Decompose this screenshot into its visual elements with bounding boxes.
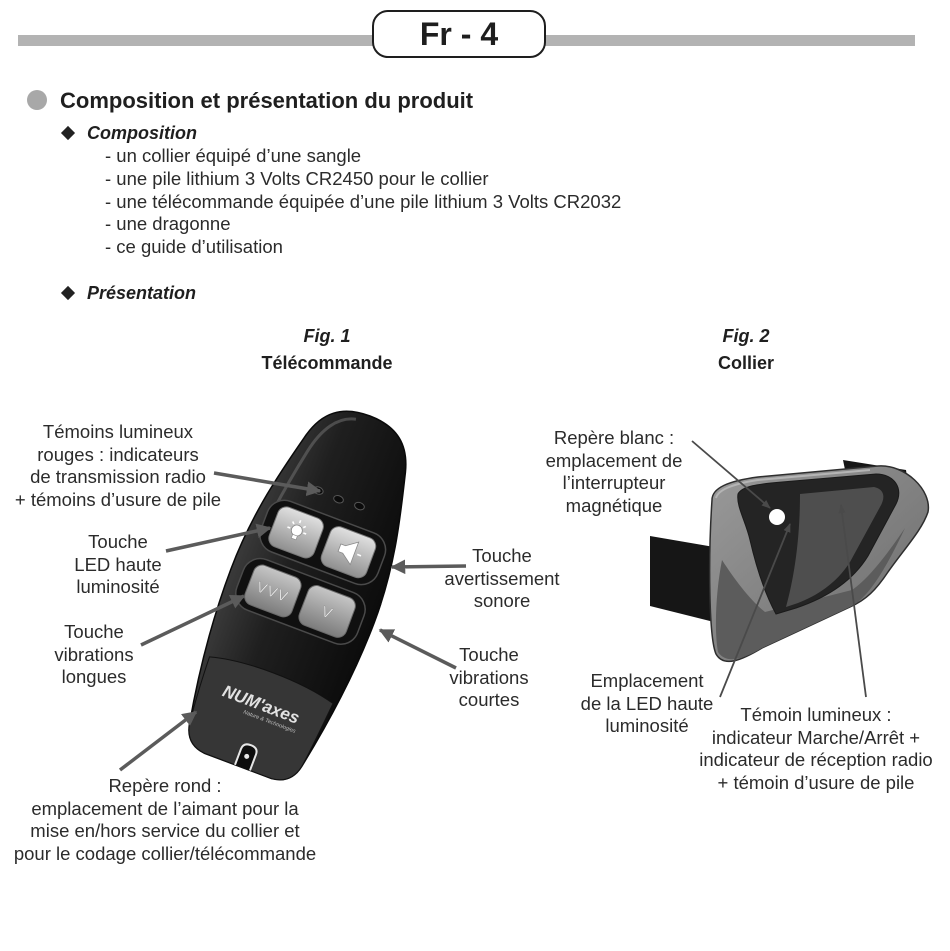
collar-strap-left <box>650 536 722 624</box>
light-bulb-icon <box>287 519 307 541</box>
label-line: indicateur Marche/Arrêt + <box>711 726 921 748</box>
label-line: LED haute <box>74 553 162 575</box>
collar-rim-highlight <box>715 469 871 499</box>
led-indicator <box>333 495 344 504</box>
label-line: + témoin d’usure de pile <box>717 772 915 794</box>
fig2-label-led-location: Emplacement de la LED haute luminosité <box>581 670 714 738</box>
fig2-label-white-marker: Repère blanc : emplacement de l’interrup… <box>546 427 683 518</box>
fig1-label-alarm-button: Touche avertissement sonore <box>444 545 559 613</box>
short-vibration-button <box>298 585 356 638</box>
label-line: rouges : indicateurs <box>37 443 199 465</box>
fig1-label-short-vibration: Touche vibrations courtes <box>449 644 528 712</box>
label-line: + témoins d’usure de pile <box>14 489 222 511</box>
led-indicator <box>354 501 365 511</box>
label-line: magnétique <box>565 495 663 517</box>
fig2-number: Fig. 2 <box>722 326 770 346</box>
label-line: Touche <box>459 644 519 665</box>
label-line: Emplacement <box>590 670 704 691</box>
composition-heading: Composition <box>87 123 197 143</box>
label-line: luminosité <box>76 576 160 598</box>
label-line: sonore <box>473 590 531 612</box>
fig1-callout-arrows <box>118 471 467 772</box>
label-line: l’interrupteur <box>562 472 666 494</box>
pointer-indicator <box>838 504 867 698</box>
label-line: vibrations <box>449 666 529 688</box>
label-line: emplacement de l’aimant pour la <box>31 797 299 819</box>
fig2-label-indicator: Témoin lumineux : indicateur Marche/Arrê… <box>699 704 932 795</box>
label-line: emplacement de <box>545 449 683 471</box>
presentation-heading: Présentation <box>87 283 197 303</box>
list-item: - ce guide d’utilisation <box>105 236 283 257</box>
horn-icon <box>337 541 362 566</box>
fig1-label-magnet: Repère rond : emplacement de l’aimant po… <box>14 775 316 866</box>
long-vibration-button <box>244 564 302 618</box>
list-item: - une dragonne <box>105 213 231 235</box>
section-title: Composition et présentation du produit <box>60 88 474 113</box>
arrow-short-vibration <box>378 628 457 670</box>
list-item: - une télécommande équipée d’une pile li… <box>105 190 622 212</box>
list-item: - une pile lithium 3 Volts CR2450 pour l… <box>105 167 489 189</box>
pointer-led-location <box>719 523 791 698</box>
composition-list: - un collier équipé d’une sangle - une p… <box>105 145 621 259</box>
page-number-badge: Fr - 4 <box>372 10 546 58</box>
fig1-label-long-vibration: Touche vibrations longues <box>54 621 133 689</box>
label-line: courtes <box>458 689 520 711</box>
arrow-magnet <box>118 710 198 772</box>
label-line: Touche <box>64 621 124 642</box>
arrow-long-vibration <box>140 594 246 647</box>
page-number: Fr - 4 <box>419 16 499 52</box>
fig1-label-led-button: Touche LED haute luminosité <box>74 531 161 599</box>
fig2-callout-lines <box>691 440 867 698</box>
label-line: vibrations <box>54 643 134 665</box>
label-line: longues <box>61 666 127 688</box>
section-bullet-icon <box>27 90 47 110</box>
magnet-dot <box>244 753 250 759</box>
label-line: Touche <box>88 531 148 552</box>
label-line: Témoin lumineux : <box>740 704 892 725</box>
fig1-caption: Télécommande <box>261 353 393 373</box>
label-line: Témoins lumineux <box>42 421 194 442</box>
collar-inner-wall <box>786 487 884 607</box>
label-line: indicateur de réception radio <box>699 749 933 771</box>
arrow-alarm-button <box>390 559 467 575</box>
label-line: Repère blanc : <box>553 427 675 448</box>
label-line: avertissement <box>444 567 560 589</box>
label-line: mise en/hors service du collier et <box>30 820 300 842</box>
fig1-number: Fig. 1 <box>303 326 351 346</box>
label-line: de la LED haute <box>580 692 714 714</box>
label-line: pour le codage collier/télécommande <box>13 843 317 865</box>
remote-control: VVV V NUM'axes Nature & Technologies <box>188 410 407 781</box>
label-line: luminosité <box>605 715 689 737</box>
fig2-caption: Collier <box>717 353 775 373</box>
pointer-white-marker <box>691 440 771 509</box>
label-line: de transmission radio <box>30 466 206 488</box>
white-marker-dot <box>769 509 785 525</box>
arrow-leds <box>213 471 322 497</box>
label-line: Repère rond : <box>108 775 222 796</box>
arrow-led-button <box>165 523 272 553</box>
list-item: - un collier équipé d’une sangle <box>105 145 362 166</box>
label-line: Touche <box>472 545 532 566</box>
collar-housing-front-face <box>715 528 905 660</box>
fig1-label-leds: Témoins lumineux rouges : indicateurs de… <box>15 421 221 512</box>
collar <box>650 460 930 663</box>
